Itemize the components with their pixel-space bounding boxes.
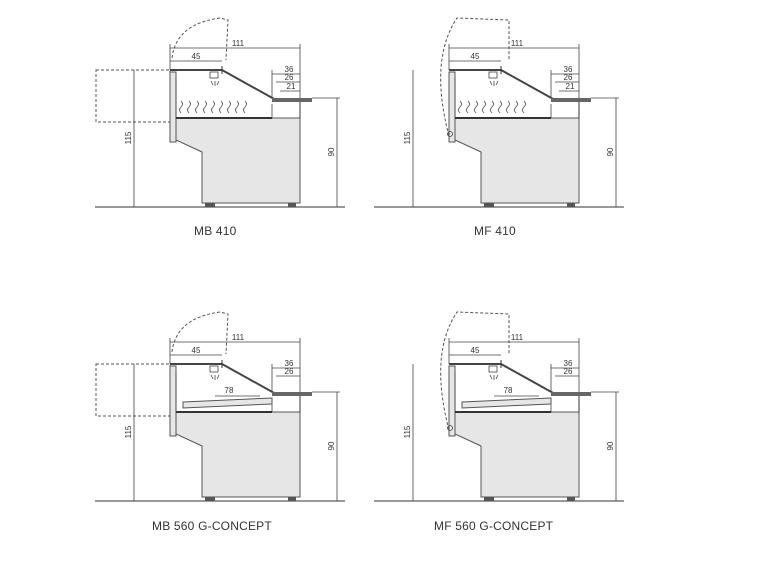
foot-right <box>288 497 296 501</box>
hinge-icon <box>447 425 453 431</box>
cabinet-body <box>448 108 580 204</box>
dim-counter-height: 90 <box>327 441 336 450</box>
light-rays-icon <box>489 374 499 380</box>
cabinet-body <box>169 402 301 498</box>
lamp-icon <box>488 71 498 79</box>
front-glass <box>500 363 556 395</box>
dim-top-width: 111 <box>232 39 245 48</box>
dim-total-height: 115 <box>403 425 412 438</box>
door-swing-arc <box>440 311 510 431</box>
hinge-icon <box>447 131 453 137</box>
door-swing-arc <box>171 311 229 355</box>
coil-symbol-8 <box>522 100 526 114</box>
coil-symbol-6 <box>506 100 510 114</box>
caption-mf-410: MF 410 <box>474 224 516 238</box>
serving-counter <box>272 98 312 102</box>
dim-depth: 45 <box>192 346 201 355</box>
tray-width-label: 78 <box>225 386 234 395</box>
coil-symbol-7 <box>514 100 518 114</box>
lamp-icon <box>209 71 219 79</box>
dim-counter-height: 90 <box>327 147 336 156</box>
light-rays-icon <box>210 374 220 380</box>
display-tub <box>175 78 273 119</box>
coil-symbol-2 <box>474 100 478 114</box>
foot-left <box>484 497 494 501</box>
tray-width-label: 78 <box>504 386 513 395</box>
dim-counter-b: 26 <box>285 367 294 376</box>
foot-right <box>567 203 575 207</box>
dim-counter-b: 26 <box>564 367 573 376</box>
rear-storage-outline <box>95 363 171 417</box>
coil-symbol-1 <box>466 100 470 114</box>
dim-counter-height: 90 <box>606 441 615 450</box>
cabinet-body <box>448 402 580 498</box>
rear-column <box>169 365 177 437</box>
front-glass <box>500 69 556 101</box>
rear-column <box>169 71 177 143</box>
coil-symbol-7 <box>235 100 239 114</box>
foot-left <box>205 203 215 207</box>
dim-depth: 45 <box>471 346 480 355</box>
dim-top-width: 111 <box>232 333 245 342</box>
coil-symbol-4 <box>211 100 215 114</box>
foot-left <box>205 497 215 501</box>
light-rays-icon <box>210 80 220 86</box>
coil-symbol-0 <box>458 100 462 114</box>
dim-total-height: 115 <box>124 425 133 438</box>
dim-counter-b: 26 <box>285 73 294 82</box>
foot-right <box>288 203 296 207</box>
dim-top-width: 111 <box>511 39 524 48</box>
caption-mf-560: MF 560 G-CONCEPT <box>434 519 554 533</box>
coil-symbol-4 <box>490 100 494 114</box>
dim-depth: 45 <box>192 52 201 61</box>
coil-symbol-6 <box>227 100 231 114</box>
door-swing-arc <box>171 17 229 61</box>
foot-right <box>567 497 575 501</box>
front-glass <box>221 69 277 101</box>
dim-total-height: 115 <box>124 131 133 144</box>
dim-counter-a: 36 <box>285 359 294 368</box>
coil-symbol-5 <box>219 100 223 114</box>
coil-symbol-5 <box>498 100 502 114</box>
lamp-icon <box>209 365 219 373</box>
caption-mb-560: MB 560 G-CONCEPT <box>152 519 272 533</box>
coil-symbol-1 <box>187 100 191 114</box>
serving-counter <box>551 98 591 102</box>
coil-symbol-3 <box>203 100 207 114</box>
front-glass <box>221 363 277 395</box>
lamp-icon <box>488 365 498 373</box>
rear-storage-outline <box>95 69 171 123</box>
coil-symbol-2 <box>195 100 199 114</box>
dim-counter-c: 21 <box>287 82 296 91</box>
coil-symbol-3 <box>482 100 486 114</box>
dim-counter-height: 90 <box>606 147 615 156</box>
cabinet-body <box>169 108 301 204</box>
dim-depth: 45 <box>471 52 480 61</box>
coil-symbol-8 <box>243 100 247 114</box>
serving-counter <box>551 392 591 396</box>
display-tub <box>454 78 552 119</box>
dim-top-width: 111 <box>511 333 524 342</box>
door-swing-arc <box>440 17 510 137</box>
coil-symbol-0 <box>179 100 183 114</box>
dim-total-height: 115 <box>403 131 412 144</box>
dim-counter-c: 21 <box>566 82 575 91</box>
dim-counter-a: 36 <box>564 65 573 74</box>
serving-counter <box>272 392 312 396</box>
display-tray <box>461 397 552 409</box>
dim-counter-b: 26 <box>564 73 573 82</box>
caption-mb-410: MB 410 <box>194 224 237 238</box>
dim-counter-a: 36 <box>564 359 573 368</box>
foot-left <box>484 203 494 207</box>
light-rays-icon <box>489 80 499 86</box>
dim-counter-a: 36 <box>285 65 294 74</box>
display-tray <box>182 397 273 409</box>
